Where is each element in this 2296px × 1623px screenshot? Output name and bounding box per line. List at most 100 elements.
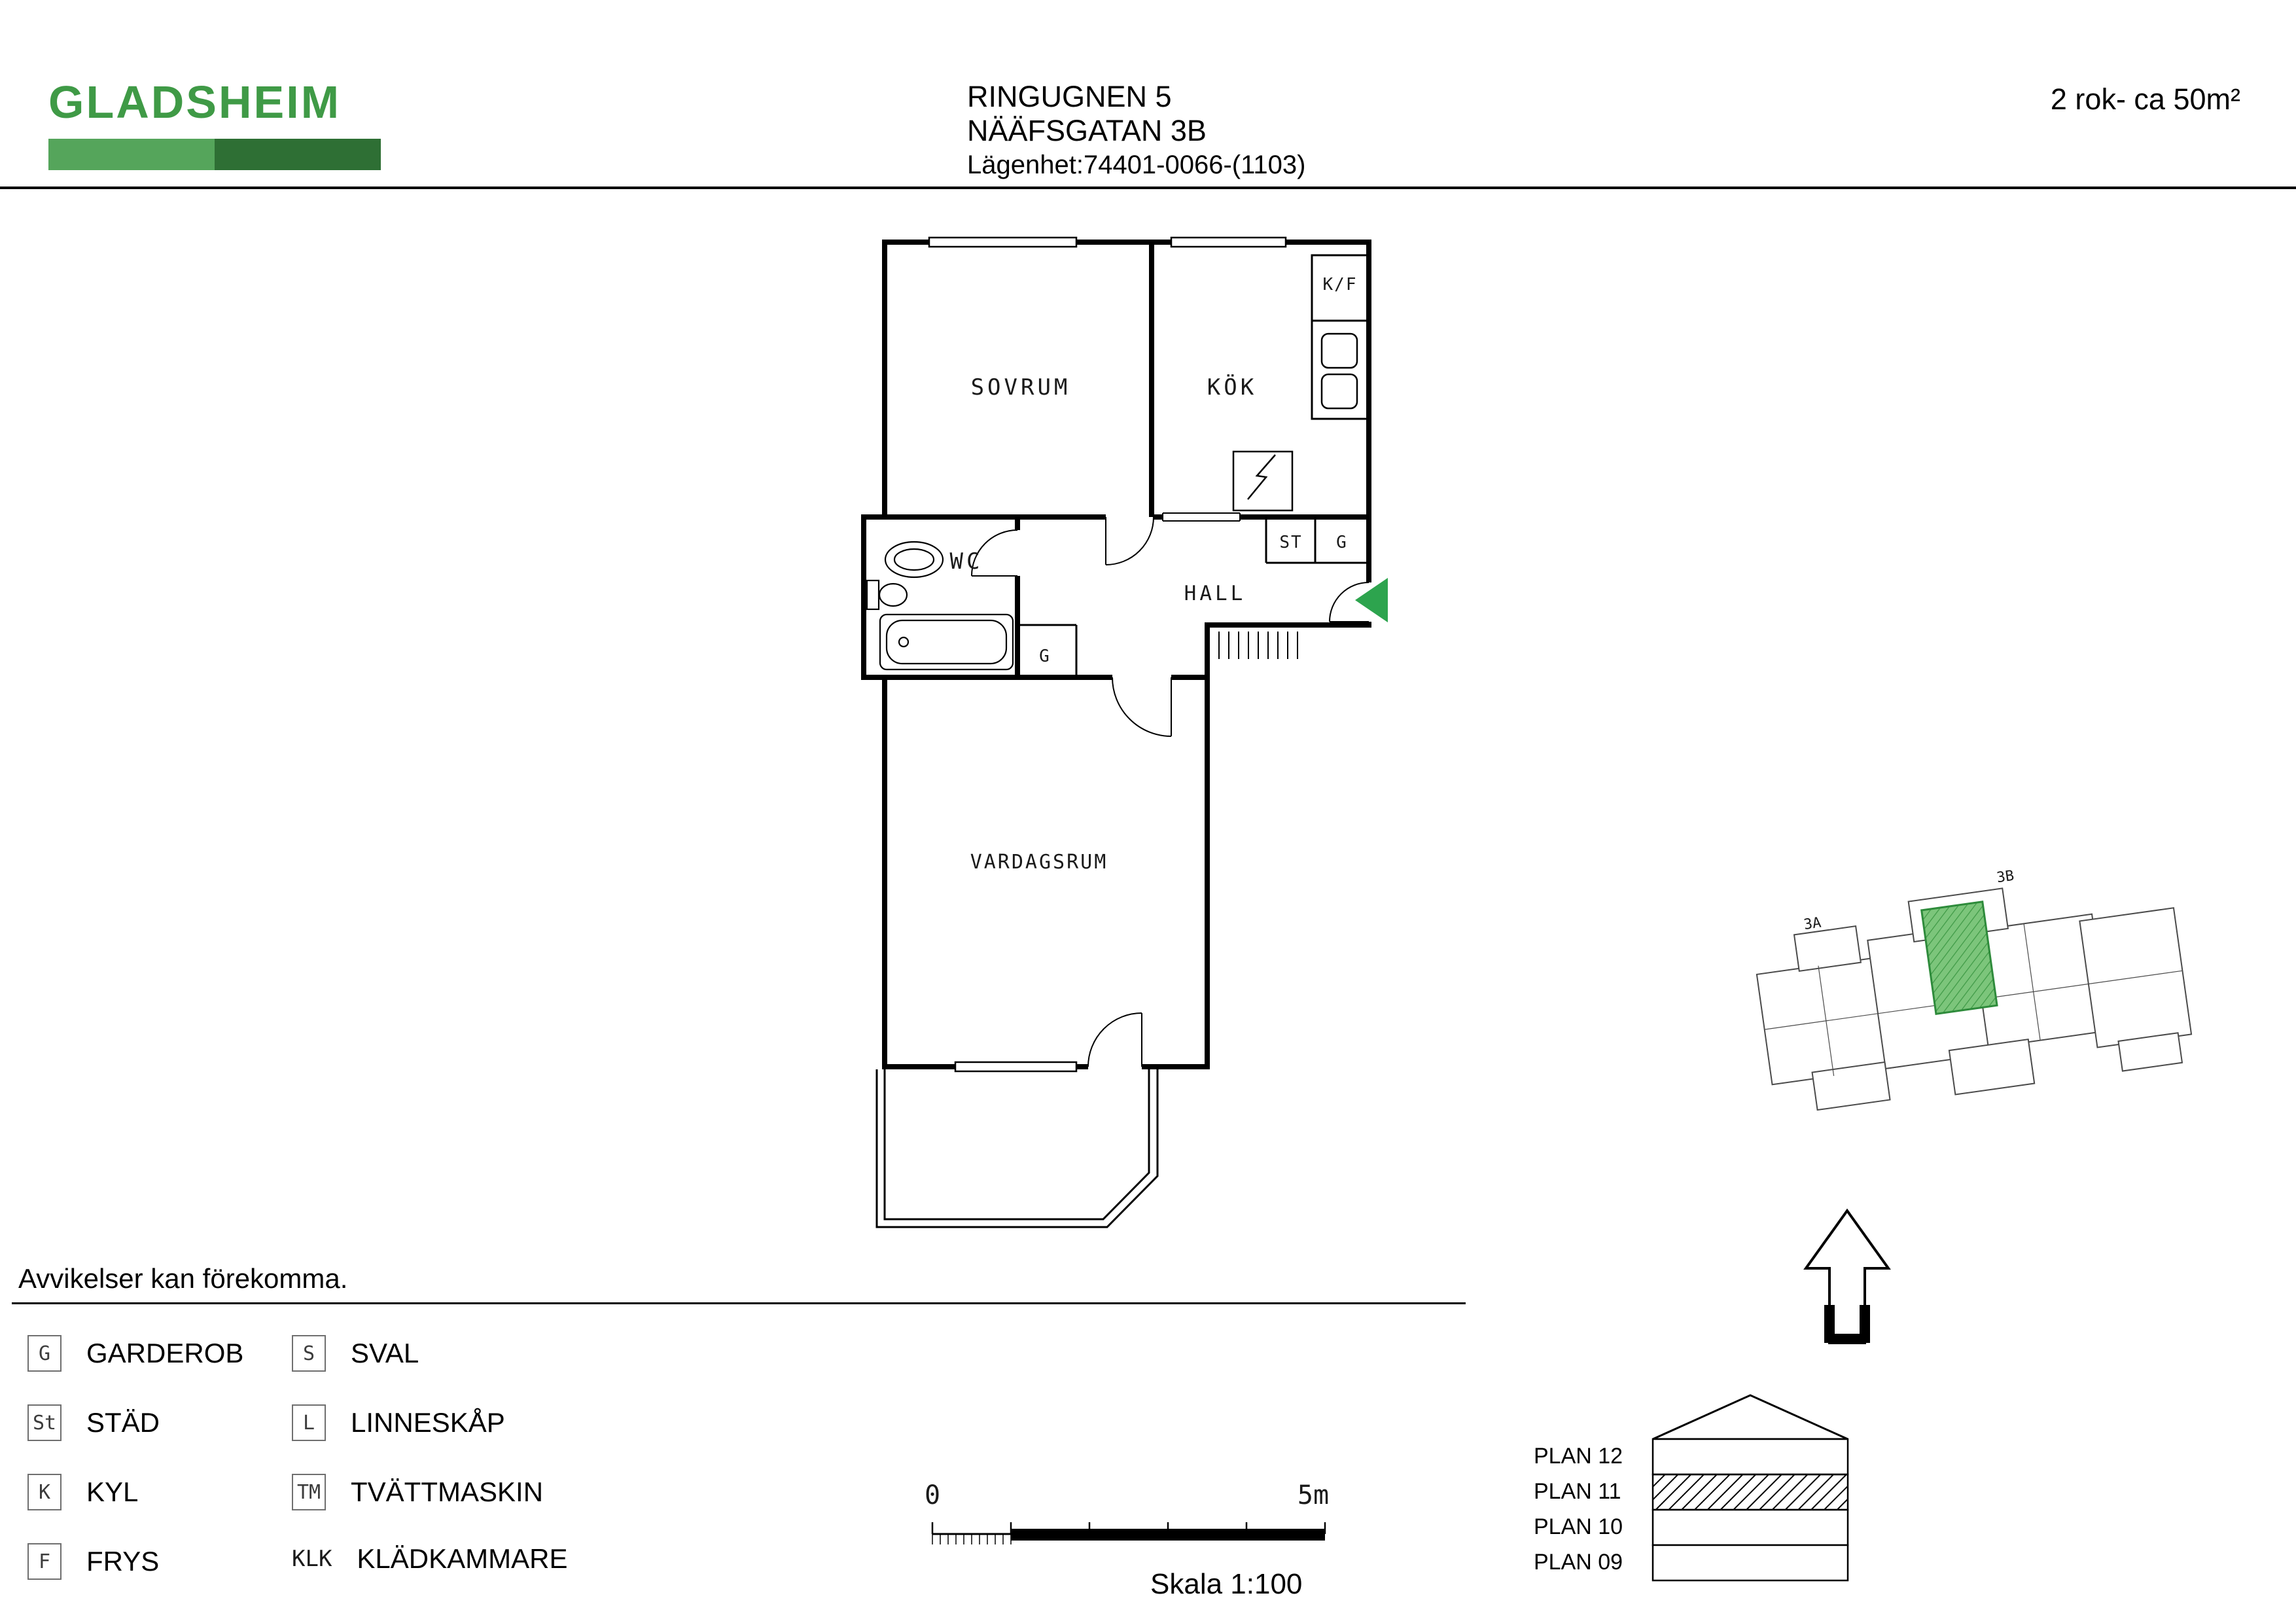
legend-symbol-klk: KLK [292, 1546, 332, 1572]
walls [861, 240, 1371, 1069]
section-floor-10 [1651, 1508, 1849, 1546]
windows [928, 236, 1287, 1073]
room-label-vardagsrum: VARDAGSRUM [970, 851, 1108, 874]
scale-caption: Skala 1:100 [1150, 1568, 1303, 1600]
scale-minor-ticks [932, 1534, 1012, 1544]
logo-bar-light-segment [48, 139, 215, 170]
freezer-unit-icon [1320, 373, 1358, 410]
legend-item-linneskap: L LINNESKÅP [292, 1404, 505, 1441]
header-divider [0, 187, 2296, 189]
room-label-g-hall: G [1336, 533, 1348, 552]
scale-solid-bar [1011, 1529, 1325, 1541]
sink-basin-inner [893, 548, 935, 571]
legend-symbol-st: St [27, 1404, 62, 1441]
legend-item-tvattmaskin: TM TVÄTTMASKIN [292, 1474, 543, 1510]
section-floor-12 [1651, 1438, 1849, 1476]
legend-label-garderob: GARDEROB [86, 1338, 244, 1368]
legend-item-frys: F FRYS [27, 1543, 159, 1580]
plan-label-09: PLAN 09 [1534, 1550, 1623, 1575]
kitchen-opening-threshold [1162, 512, 1241, 522]
disclaimer-text: Avvikelser kan förekomma. [18, 1263, 348, 1294]
scale-bar: 0 5m [925, 1480, 1329, 1544]
highlighted-unit [1920, 901, 1998, 1016]
closets-st-g-outline [1265, 520, 1369, 564]
balcony [875, 1069, 1159, 1228]
building-footprint: 3A 3B [1756, 868, 2193, 1111]
door-balcony [1087, 1012, 1142, 1067]
legend-label-kyl: KYL [86, 1476, 139, 1507]
door-bedroom [1105, 516, 1154, 565]
legend-label-frys: FRYS [86, 1546, 160, 1577]
legend-symbol-s: S [292, 1335, 326, 1372]
closet-partitions [1017, 254, 1370, 677]
logo-bar-dark-segment [215, 139, 381, 170]
site-plan: 3A 3B [1756, 868, 2193, 1111]
room-label-sovrum: SOVRUM [971, 374, 1071, 401]
bathtub-drain [898, 636, 910, 648]
plan-label-12: PLAN 12 [1534, 1444, 1623, 1469]
scale-zero-label: 0 [925, 1480, 940, 1510]
door-livingroom [1112, 677, 1172, 737]
legend-item-kladkammare: KLK KLÄDKAMMARE [292, 1543, 568, 1575]
stove-icon [1232, 450, 1294, 512]
legend-label-linneskap: LINNESKÅP [351, 1407, 505, 1438]
balcony-outer-rail [875, 1069, 1159, 1228]
stove-lightning-icon [1247, 454, 1276, 500]
legend-symbol-l: L [292, 1404, 326, 1441]
site-label-3b: 3B [1996, 868, 2015, 886]
legend-label-stad: STÄD [86, 1407, 160, 1438]
window-bedroom [928, 236, 1078, 248]
room-label-kf: K/F [1323, 275, 1358, 294]
legend-symbol-k: K [27, 1474, 62, 1510]
site-label-3a: 3A [1803, 915, 1822, 933]
toilet-bowl [878, 582, 908, 607]
bathtub-inner [885, 619, 1008, 665]
scale-end-label: 5m [1298, 1480, 1329, 1510]
building-section [1651, 1394, 1849, 1582]
room-label-st: ST [1279, 533, 1302, 552]
legend-item-kyl: K KYL [27, 1474, 138, 1510]
legend-symbol-tm: TM [292, 1474, 326, 1510]
door-swings [971, 516, 1369, 1067]
legend-item-garderob: G GARDEROB [27, 1335, 243, 1372]
apartment-id: Lägenhet:74401-0066-(1103) [967, 151, 1306, 179]
disclaimer-divider [12, 1302, 1466, 1304]
apartment-size-label: 2 rok- ca 50m² [2050, 82, 2240, 116]
kitchen-counter [1311, 319, 1370, 420]
stair-hatch [1218, 632, 1298, 659]
plan-label-10: PLAN 10 [1534, 1514, 1623, 1539]
address-block: RINGUGNEN 5 NÄÄFSGATAN 3B Lägenhet:74401… [967, 80, 1305, 182]
room-labels: SOVRUM KÖK K/F WC HALL ST G G VARDAGSRUM [950, 275, 1358, 874]
toilet-icon [866, 579, 880, 611]
closet-g-wc-outline [1017, 624, 1078, 677]
legend-label-tvattmaskin: TVÄTTMASKIN [351, 1476, 544, 1507]
room-label-wc: WC [950, 548, 983, 575]
legend-symbol-f: F [27, 1543, 62, 1580]
floor-plan: SOVRUM KÖK K/F WC HALL ST G G VARDAGSRUM [861, 236, 1388, 1228]
legend-label-sval: SVAL [351, 1338, 419, 1368]
window-livingroom [954, 1061, 1078, 1073]
entrance-arrow-icon [1355, 578, 1388, 622]
section-floor-11-highlighted [1651, 1473, 1849, 1511]
room-label-g-wc: G [1039, 647, 1051, 666]
bathtub-icon [879, 613, 1014, 671]
legend-label-kladkammare: KLÄDKAMMARE [357, 1543, 568, 1574]
kitchen-fixtures [1162, 332, 1358, 522]
fridge-unit-icon [1320, 332, 1358, 369]
legend-item-sval: S SVAL [292, 1335, 419, 1372]
room-label-kok: KÖK [1207, 374, 1257, 401]
legend-symbol-g: G [27, 1335, 62, 1372]
north-arrow-icon [1803, 1208, 1891, 1344]
section-floor-09 [1651, 1544, 1849, 1582]
plan-label-11: PLAN 11 [1534, 1479, 1621, 1504]
bathroom-fixtures [866, 541, 1014, 671]
street-address: NÄÄFSGATAN 3B [967, 114, 1207, 147]
company-logo: GLADSHEIM [48, 77, 341, 128]
room-label-hall: HALL [1184, 582, 1246, 605]
property-name: RINGUGNEN 5 [967, 80, 1172, 113]
door-entrance [1329, 582, 1369, 622]
section-roof [1652, 1394, 1848, 1440]
balcony-inner-rail [883, 1069, 1150, 1221]
door-wc [971, 529, 1018, 577]
